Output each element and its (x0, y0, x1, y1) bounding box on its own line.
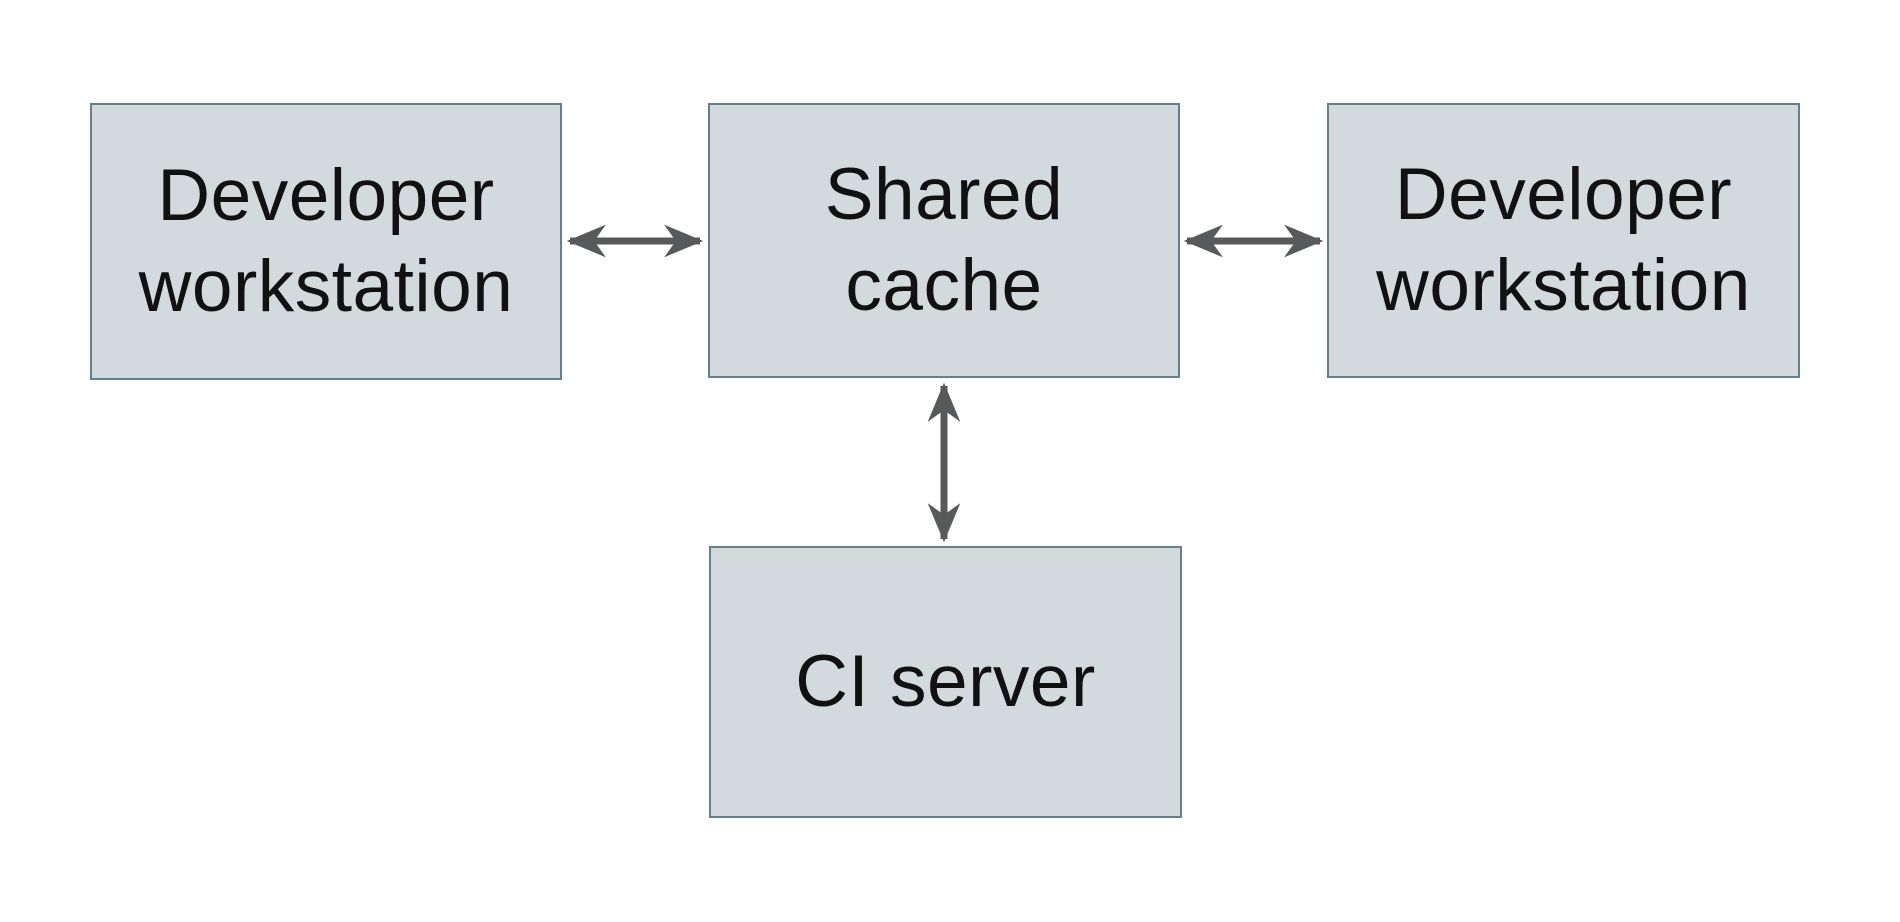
node-developer-workstation-right-label: Developer workstation (1376, 153, 1751, 326)
node-ci-server-label: CI server (795, 640, 1096, 722)
node-ci-server: CI server (709, 546, 1182, 818)
node-shared-cache-label: Shared cache (824, 153, 1064, 326)
node-shared-cache: Shared cache (708, 103, 1180, 378)
node-developer-workstation-left: Developer workstation (90, 103, 562, 380)
node-developer-workstation-right: Developer workstation (1327, 103, 1800, 378)
node-developer-workstation-left-label: Developer workstation (138, 154, 514, 327)
